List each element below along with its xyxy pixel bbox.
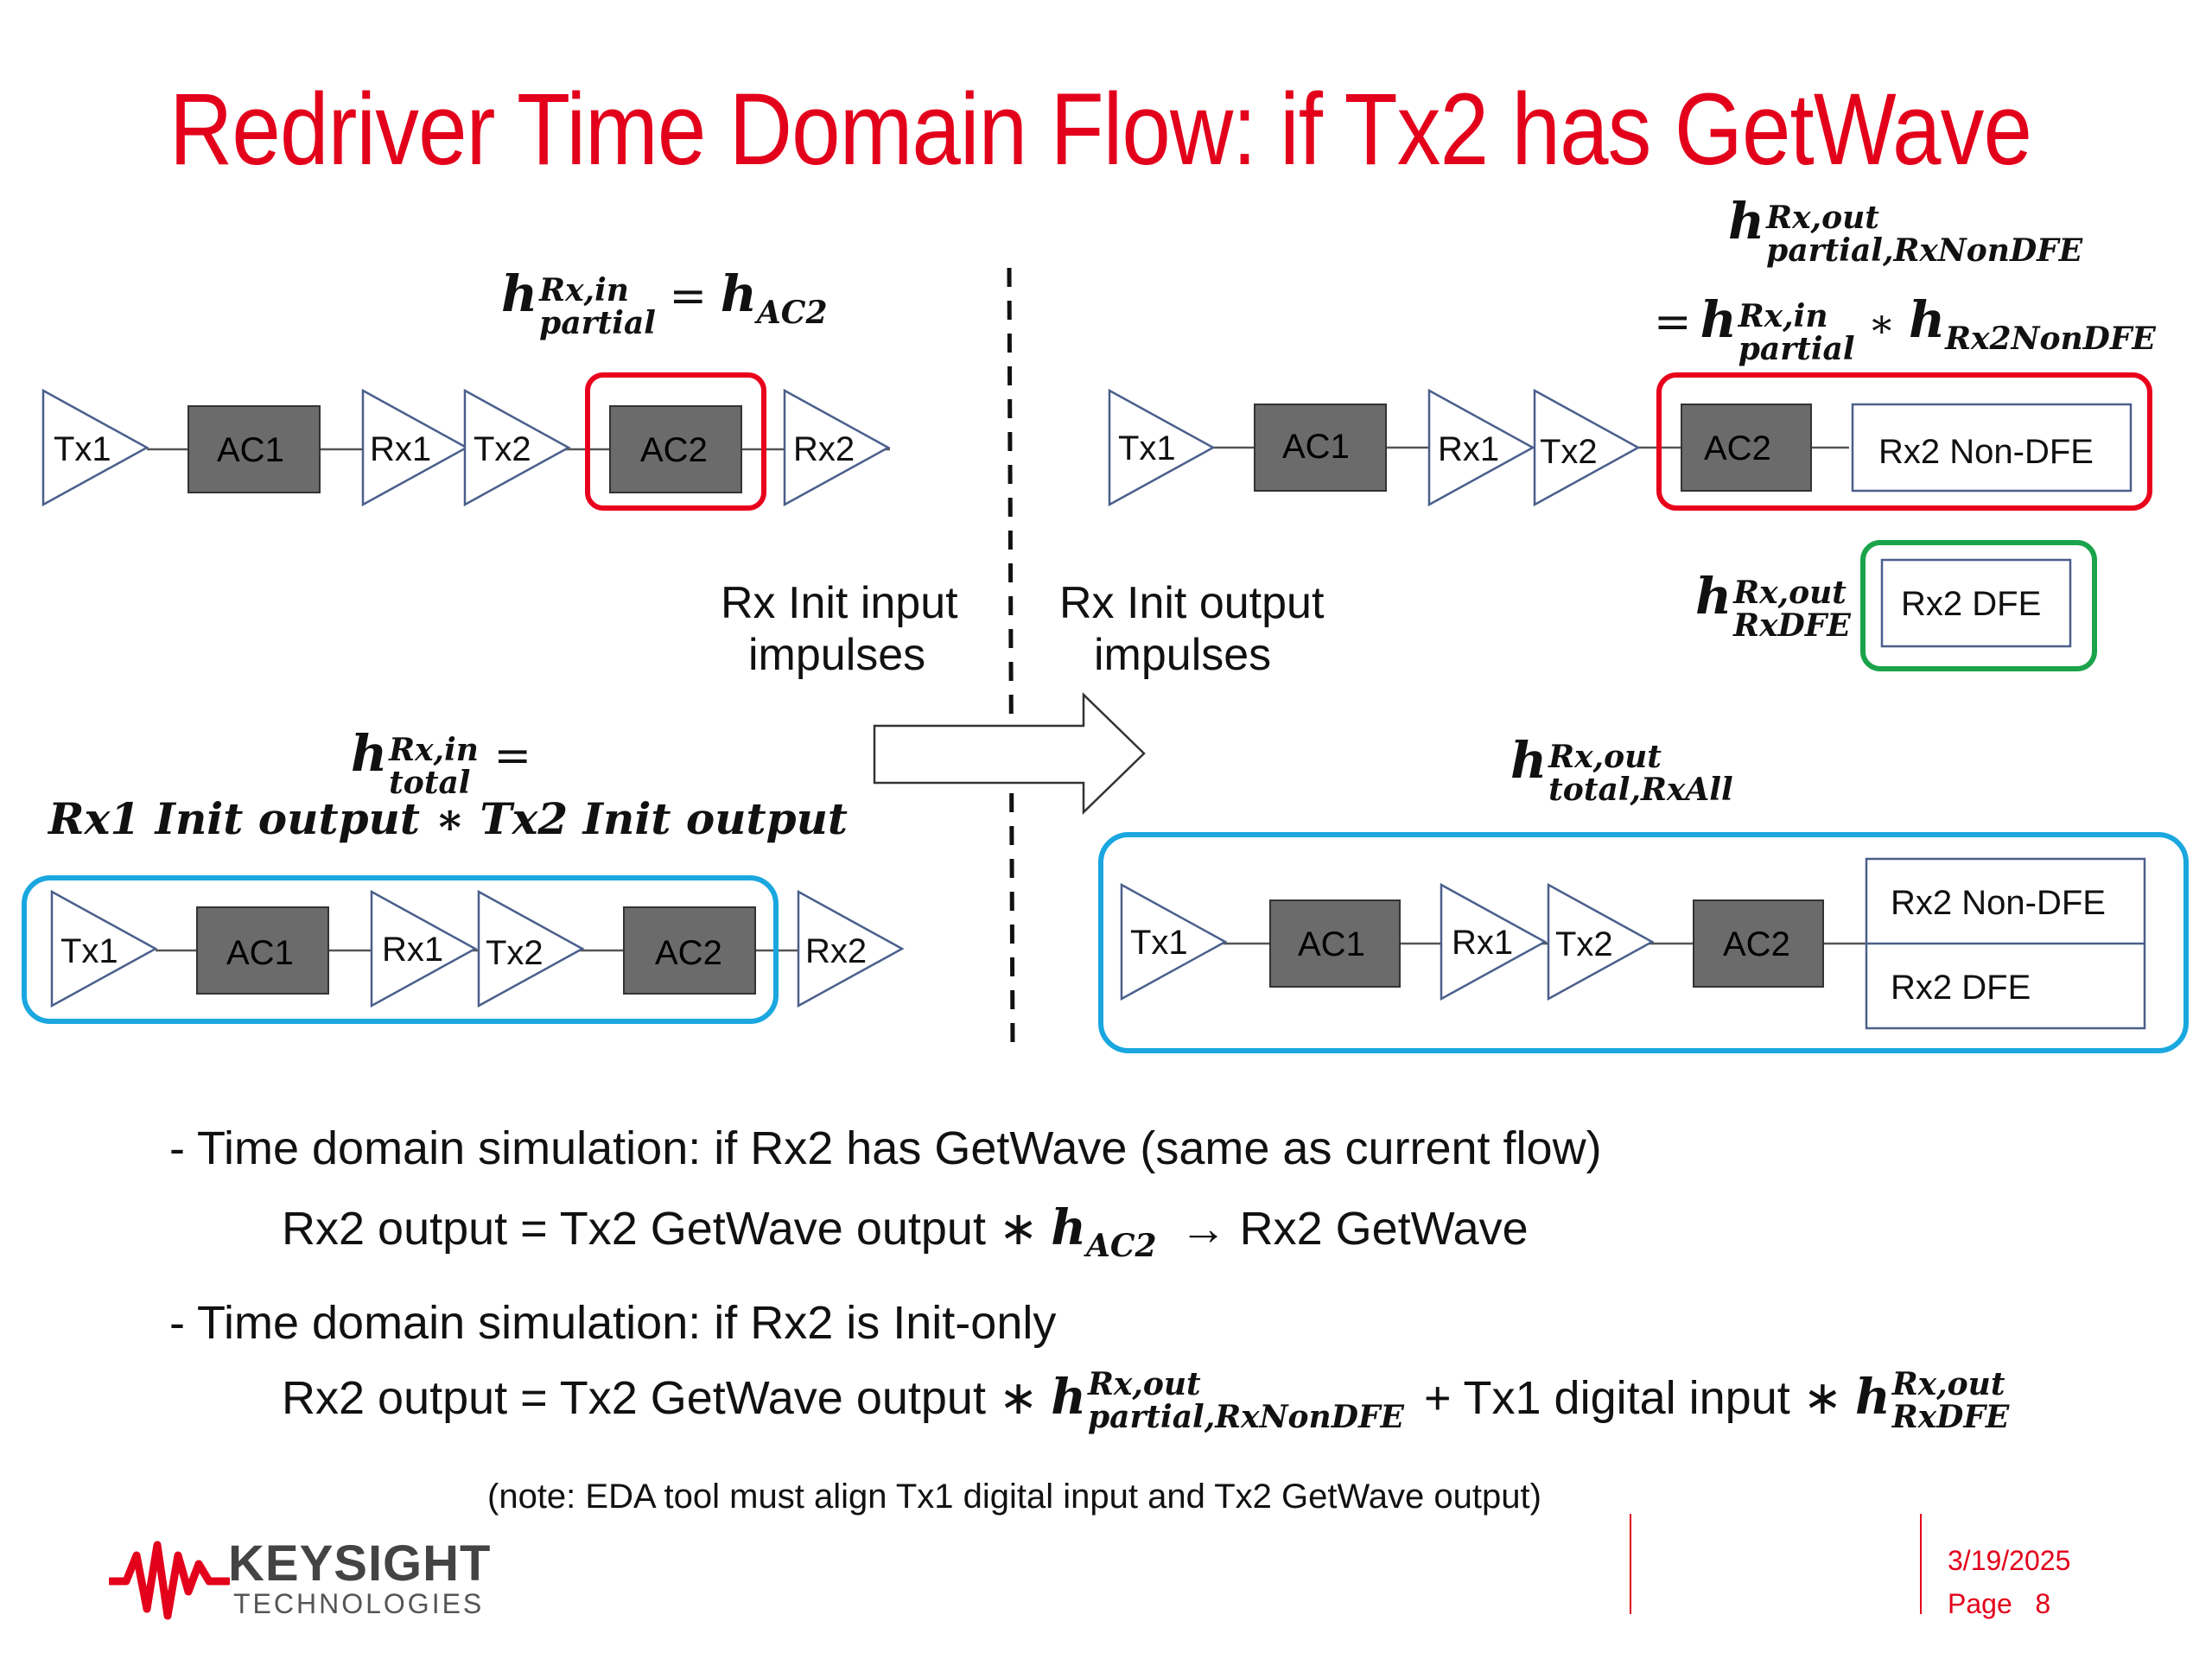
dashed-divider — [1007, 267, 1015, 1051]
rx1-buffer — [1427, 388, 1535, 507]
green-highlight-dfe — [1860, 540, 2097, 671]
tx1-buffer — [1108, 388, 1216, 507]
red-highlight-ac2 — [585, 372, 766, 511]
ac2-block — [1693, 899, 1824, 988]
rx1-buffer — [370, 889, 478, 1008]
tx1-label: Tx1 — [1130, 924, 1188, 962]
ac1-block — [196, 906, 329, 995]
top-left-chain: Tx1 AC1 Rx1 Tx2 AC2 Rx2 — [41, 372, 891, 511]
ac2-label: AC2 — [640, 431, 708, 469]
ac2-label: AC2 — [1704, 429, 1771, 467]
keysight-wave-logo-icon — [109, 1541, 230, 1620]
ac1-label: AC1 — [1282, 428, 1350, 466]
rx1-label: Rx1 — [1452, 924, 1513, 962]
tx1-buffer — [50, 889, 158, 1008]
blue-highlight-left — [22, 875, 779, 1024]
page-number: 8 — [2035, 1588, 2051, 1619]
bullet-rx2-init-only: - Time domain simulation: if Rx2 is Init… — [169, 1297, 1057, 1349]
tx1-label: Tx1 — [60, 932, 118, 970]
rx2-nondfe-label: Rx2 Non-DFE — [1891, 884, 2106, 922]
bullet-rx2-getwave: - Time domain simulation: if Rx2 has Get… — [169, 1122, 1602, 1174]
ac1-block — [1269, 899, 1401, 988]
tx2-label: Tx2 — [474, 430, 531, 468]
top-right-chain: Tx1 AC1 Rx1 Tx2 AC2 Rx2 Non-DFE Rx2 DFE — [1108, 372, 2152, 671]
footer-page: Page 8 — [1948, 1588, 2051, 1619]
alignment-note: (note: EDA tool must align Tx1 digital i… — [487, 1478, 1541, 1516]
ac1-label: AC1 — [226, 934, 294, 972]
rx1-label: Rx1 — [370, 430, 431, 468]
tx1-buffer — [1120, 882, 1228, 1001]
ac1-block — [188, 405, 321, 493]
rx2-dfe-block — [1880, 558, 2072, 648]
rx2-dfe-label: Rx2 DFE — [1891, 969, 2031, 1007]
rx2-nondfe-block — [1851, 403, 2133, 493]
tx2-buffer — [477, 889, 585, 1008]
tx2-buffer — [1533, 388, 1641, 507]
tx2-label: Tx2 — [1555, 925, 1613, 963]
ac2-label: AC2 — [655, 934, 722, 972]
rx2-buffer — [797, 889, 905, 1008]
rx-init-input-label-line1: Rx Init input — [721, 578, 958, 628]
rx1-label: Rx1 — [1438, 430, 1499, 468]
rx2-nondfe-label: Rx2 Non-DFE — [1878, 433, 2094, 471]
rx1-buffer — [361, 388, 469, 507]
tx1-buffer — [41, 388, 149, 507]
tx2-buffer — [1547, 882, 1655, 1001]
ac1-label: AC1 — [1298, 925, 1365, 963]
rx-init-output-label-line2: impulses — [1094, 630, 1272, 680]
tx2-label: Tx2 — [486, 934, 543, 972]
slide-title: Redriver Time Domain Flow: if Tx2 has Ge… — [169, 73, 2032, 187]
eq-total-definition: Rx1 Init output ∗ Tx2 Init output — [48, 793, 849, 844]
bullet-rx2-getwave-equation: Rx2 output = Tx2 GetWave output ∗ hAC2 →… — [282, 1199, 1529, 1264]
ac2-block — [1681, 404, 1812, 492]
rx2-buffer — [783, 388, 891, 507]
ac2-block — [609, 405, 742, 493]
rx2-label: Rx2 — [793, 430, 855, 468]
footer-divider-1 — [1630, 1514, 1631, 1614]
right-arrow-icon — [873, 692, 1146, 815]
rx2-dfe-label: Rx2 DFE — [1901, 585, 2041, 623]
ac1-block — [1254, 404, 1387, 492]
rx2-label: Rx2 — [805, 932, 867, 970]
blue-highlight-right — [1098, 832, 2189, 1053]
rx1-label: Rx1 — [382, 931, 443, 969]
tx1-label: Tx1 — [54, 430, 111, 468]
ac2-label: AC2 — [1723, 925, 1790, 963]
brand-subtitle: TECHNOLOGIES — [233, 1588, 485, 1619]
footer-divider-2 — [1920, 1514, 1922, 1614]
bottom-right-chain: Tx1 AC1 Rx1 Tx2 AC2 Rx2 Non-DFE Rx2 DFE — [1098, 832, 2189, 1053]
bottom-left-chain: Tx1 AC1 Rx1 Tx2 AC2 Rx2 — [22, 875, 905, 1024]
red-highlight-right — [1656, 372, 2152, 511]
ac2-block — [623, 906, 756, 995]
rx-init-input-label-line2: impulses — [748, 630, 926, 680]
rx-init-output-label-line1: Rx Init output — [1059, 578, 1325, 628]
tx2-label: Tx2 — [1540, 433, 1598, 471]
rx1-buffer — [1440, 882, 1548, 1001]
brand-name: KEYSIGHT — [228, 1535, 492, 1592]
tx1-label: Tx1 — [1118, 429, 1176, 467]
ac1-label: AC1 — [217, 431, 284, 469]
tx2-buffer — [463, 388, 571, 507]
footer-date: 3/19/2025 — [1948, 1545, 2071, 1576]
